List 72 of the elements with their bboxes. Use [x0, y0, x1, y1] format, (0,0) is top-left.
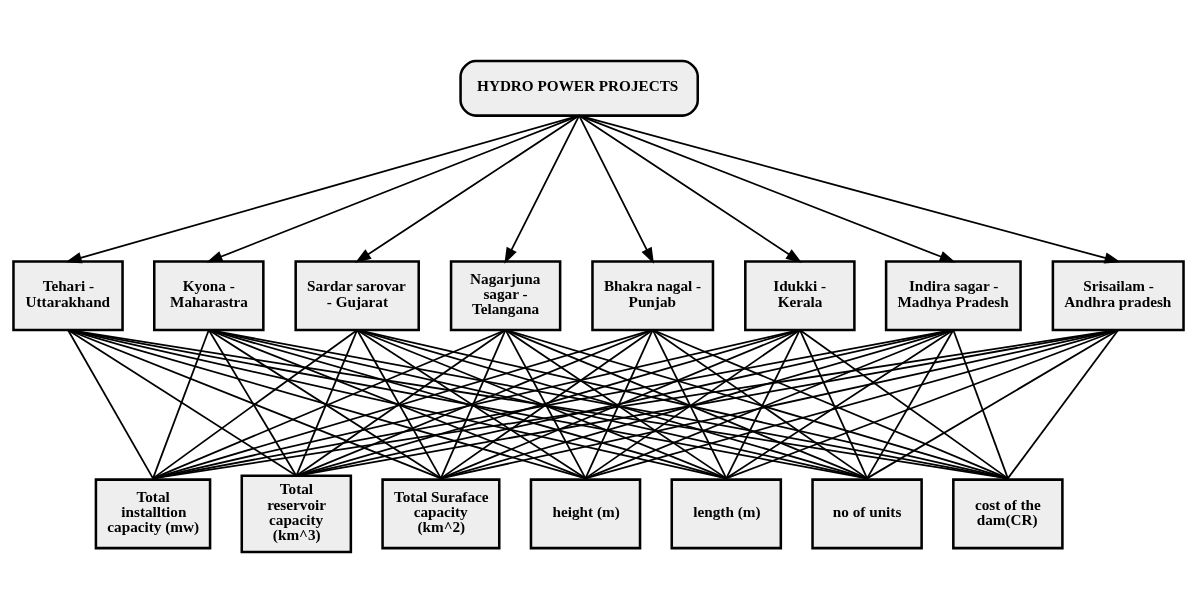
connector [207, 329, 298, 477]
node-box: Bhakra nagal - Punjab [591, 260, 715, 332]
connector [152, 329, 359, 480]
arrow [206, 114, 581, 263]
node-box: Nagarjuna sagar - Telangana [449, 260, 562, 332]
connector [67, 329, 298, 477]
connector [584, 329, 801, 480]
connector [504, 329, 587, 480]
connector [504, 329, 868, 480]
node-box: no of units [811, 478, 923, 550]
connector [152, 329, 507, 480]
connector [152, 329, 801, 480]
connector [207, 329, 728, 480]
connector [1006, 329, 1120, 480]
arrow [504, 114, 581, 264]
connector [152, 329, 210, 480]
connector [504, 329, 728, 480]
connector [798, 329, 868, 480]
arrow [354, 114, 581, 263]
connector [295, 329, 359, 477]
arrow [65, 114, 581, 264]
arrow [578, 114, 956, 263]
node-box: HYDRO POWER PROJECTS [459, 59, 699, 117]
arrow [578, 114, 654, 264]
connector [651, 329, 1009, 480]
connector [725, 329, 1120, 480]
node-box: Total reservoir capacity (km^3) [240, 474, 353, 554]
node-box: Idukki - Kerala [744, 260, 856, 332]
connector [504, 329, 1009, 480]
arrow [578, 114, 803, 263]
connector [207, 329, 868, 480]
connector [356, 329, 442, 480]
node-box: Total Suraface capacity (km^2) [381, 478, 501, 550]
node-box: Indira sagar - Madhya Pradesh [884, 260, 1022, 332]
connector [67, 329, 728, 480]
node-box: cost of the dam(CR) [952, 478, 1064, 550]
connector [440, 329, 507, 480]
connector [952, 329, 1009, 480]
connector [440, 329, 955, 480]
connector [440, 329, 801, 480]
connector [207, 329, 442, 480]
connector [67, 329, 154, 480]
connector [207, 329, 587, 480]
connector [356, 329, 728, 480]
connector [584, 329, 1120, 480]
connector [356, 329, 868, 480]
connector [356, 329, 587, 480]
connector [798, 329, 1009, 480]
connector [152, 329, 654, 480]
node-box: Kyona - Maharastra [153, 260, 265, 332]
node-box: Sardar sarovar - Gujarat [294, 260, 420, 332]
connector [440, 329, 1120, 480]
connector [725, 329, 955, 480]
node-box: Tehari - Uttarakhand [12, 260, 124, 332]
connector [651, 329, 868, 480]
connector [651, 329, 728, 480]
connector [356, 329, 1009, 480]
connector [584, 329, 955, 480]
connector [152, 329, 1120, 480]
node-box: length (m) [670, 478, 783, 550]
connector [295, 329, 507, 477]
arrow [578, 114, 1121, 264]
connector [67, 329, 442, 480]
connector [866, 329, 955, 480]
connector [584, 329, 654, 480]
connector [440, 329, 654, 480]
node-box: Total installtion capacity (mw) [94, 478, 212, 550]
node-box: height (m) [529, 478, 642, 550]
connector [67, 329, 587, 480]
node-box: Srisailam - Andhra pradesh [1051, 260, 1185, 332]
connector [866, 329, 1120, 480]
connector [725, 329, 801, 480]
